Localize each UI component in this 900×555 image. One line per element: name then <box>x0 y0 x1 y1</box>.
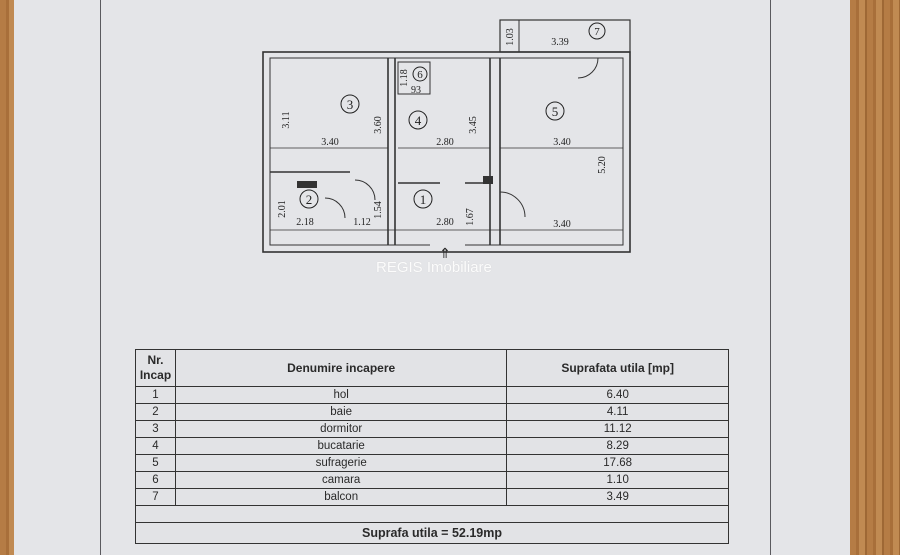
dim: 3.39 <box>551 37 569 48</box>
dim: 3.40 <box>321 137 339 148</box>
room-6-number: 6 <box>417 69 423 81</box>
dim: 2.18 <box>296 217 314 228</box>
header-area: Suprafata utila [mp] <box>506 349 729 387</box>
room-5-number: 5 <box>552 104 559 119</box>
cell-area: 4.11 <box>506 403 729 421</box>
cell-name: balcon <box>174 488 508 506</box>
cell-area: 6.40 <box>506 386 729 404</box>
cell-nr: 1 <box>135 386 176 404</box>
dim: 2.01 <box>277 200 288 218</box>
cell-nr: 3 <box>135 420 176 438</box>
empty-row <box>135 505 729 523</box>
header-name: Denumire incapere <box>174 349 508 387</box>
room-7-number: 7 <box>594 26 600 38</box>
dim: 2.80 <box>436 137 454 148</box>
dim: 3.11 <box>281 111 292 128</box>
page-border-right <box>770 0 771 555</box>
dim: 93 <box>411 85 421 96</box>
floor-plan: 3 4 5 1 2 6 7 3.40 3.11 3.60 2.80 3.45 3… <box>262 19 631 262</box>
dim: 3.45 <box>468 116 479 134</box>
dim: 1.03 <box>505 28 516 46</box>
cell-nr: 7 <box>135 488 176 506</box>
dim: 2.80 <box>436 217 454 228</box>
room-1-number: 1 <box>420 192 427 207</box>
room-2-number: 2 <box>306 192 313 207</box>
cell-area: 1.10 <box>506 471 729 489</box>
cell-name: baie <box>174 403 508 421</box>
cell-name: dormitor <box>174 420 508 438</box>
dim: 1.12 <box>353 217 371 228</box>
dim: 3.40 <box>553 219 571 230</box>
dim: 3.60 <box>373 116 384 134</box>
header-nr: Nr. Incap <box>135 349 176 387</box>
cell-area: 17.68 <box>506 454 729 472</box>
cell-nr: 2 <box>135 403 176 421</box>
page-border-left <box>100 0 101 555</box>
dim: 1.18 <box>399 69 410 87</box>
area-table: Nr. Incap Denumire incapere Suprafata ut… <box>135 349 729 544</box>
cell-area: 8.29 <box>506 437 729 455</box>
dim: 1.67 <box>465 208 476 226</box>
total-area: Suprafa utila = 52.19mp <box>135 522 729 544</box>
cell-area: 3.49 <box>506 488 729 506</box>
dim: 1.54 <box>373 201 384 219</box>
total-row: Suprafa utila = 52.19mp <box>135 522 729 544</box>
dim: 3.40 <box>553 137 571 148</box>
entrance-arrow-icon: ⇑ <box>439 247 451 262</box>
dim: 5.20 <box>597 156 608 174</box>
cell-nr: 6 <box>135 471 176 489</box>
cell-nr: 5 <box>135 454 176 472</box>
cell-name: sufragerie <box>174 454 508 472</box>
cell-nr: 4 <box>135 437 176 455</box>
cell-name: camara <box>174 471 508 489</box>
cell-name: hol <box>174 386 508 404</box>
room-3-number: 3 <box>347 97 354 112</box>
cell-name: bucatarie <box>174 437 508 455</box>
cell-area: 11.12 <box>506 420 729 438</box>
watermark: REGIS Imobiliare <box>376 259 492 276</box>
room-4-number: 4 <box>415 113 422 128</box>
table-header: Nr. Incap Denumire incapere Suprafata ut… <box>135 349 729 387</box>
